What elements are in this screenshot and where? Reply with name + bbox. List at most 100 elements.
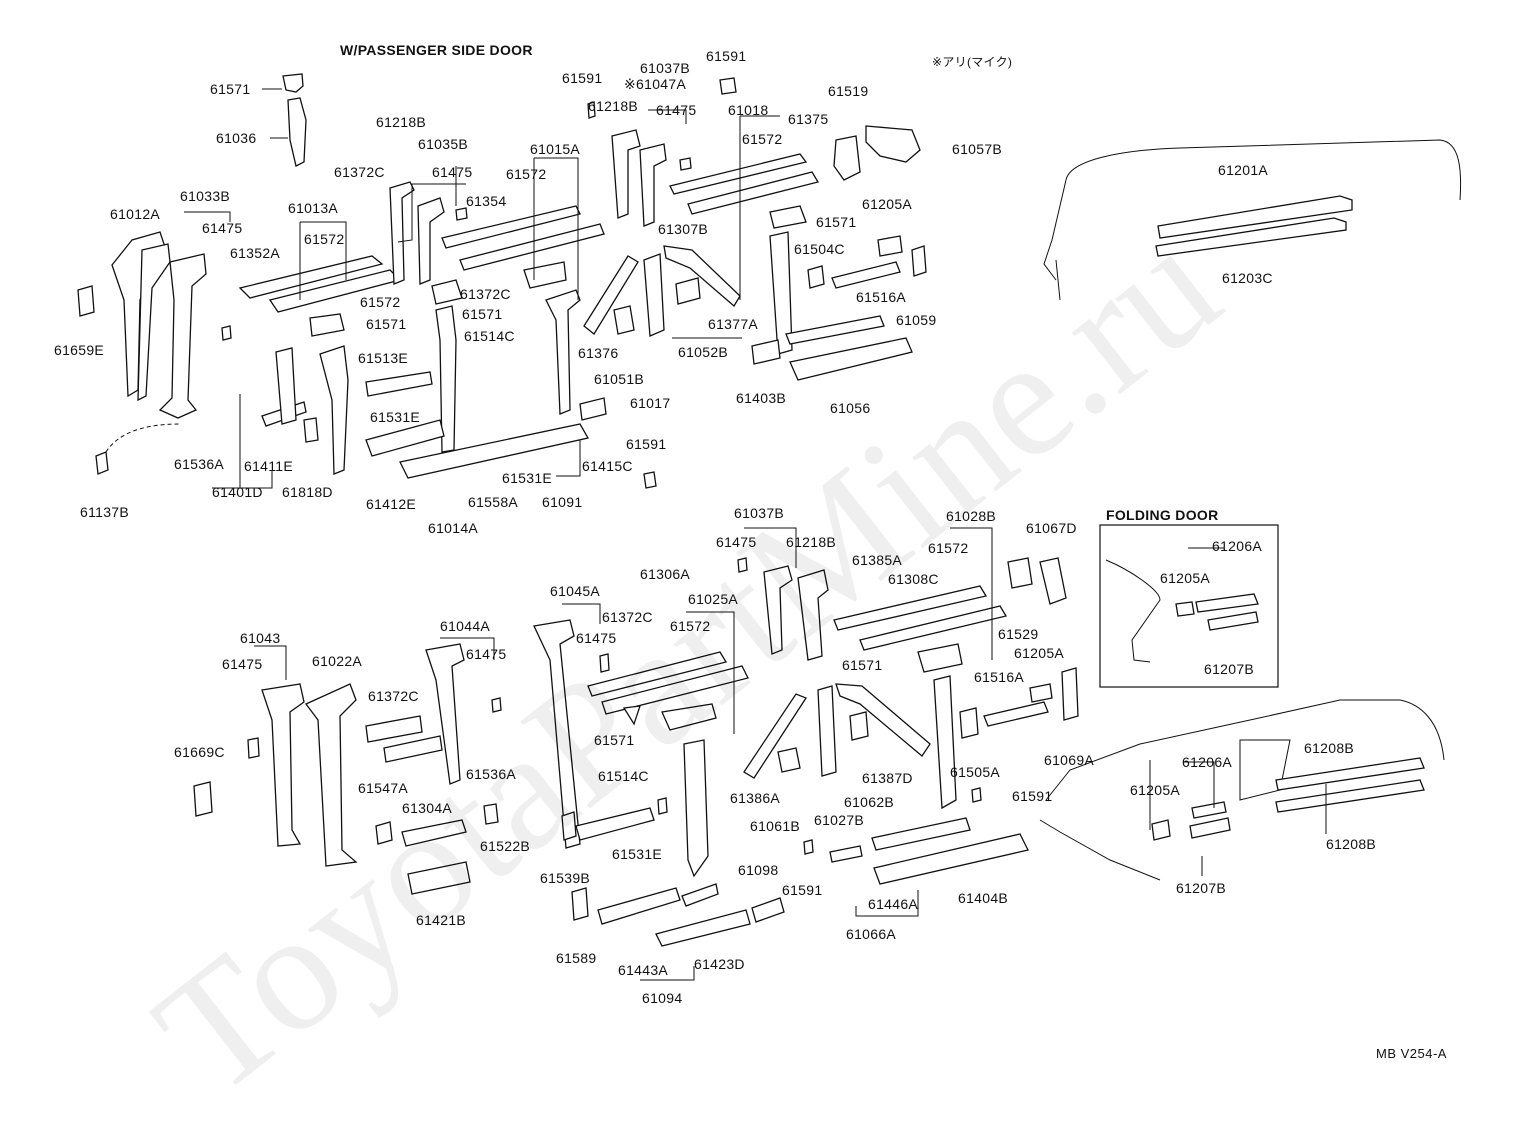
part-label: 61387D [862,770,913,786]
part-label: 61045A [550,583,601,599]
part-label: 61571 [210,81,251,97]
drawing-code: MB V254-A [1376,1046,1447,1061]
part-label: 61307B [658,221,709,237]
part-label: 61207B [1176,880,1227,896]
part-label: 61571 [462,306,503,322]
leader-lines [184,88,1327,981]
part-label: 61043 [240,630,281,646]
parts-diagram [77,73,1462,981]
part-label: 61401D [212,484,263,500]
part-label: 61017 [630,395,671,411]
part-label: 61037B [640,60,691,76]
part-label: 61218B [376,114,427,130]
part-label: 61536A [174,456,225,472]
upper-left-parts [77,73,927,489]
part-label: 61589 [556,950,597,966]
part-label: 61372C [602,609,653,625]
part-label: 61376 [578,345,619,361]
part-label: 61205A [1014,645,1065,661]
part-label: 61591 [1012,788,1053,804]
part-label: 61539B [540,870,591,886]
part-label: 61558A [468,494,519,510]
part-label: 61035B [418,136,469,152]
part-label: 61308C [888,571,939,587]
part-label: 61015A [530,141,581,157]
part-label: 61423D [694,956,745,972]
part-label: 61572 [928,540,969,556]
japanese-note: ※アリ(マイク) [932,55,1013,69]
part-label: 61513E [358,350,409,366]
part-label: 61372C [460,286,511,302]
part-label: 61059 [896,312,937,328]
part-label: 61411E [244,458,294,474]
part-label: 61057B [952,141,1003,157]
part-label: 61591 [782,882,823,898]
section-title-folding-door: FOLDING DOOR [1106,507,1219,523]
part-label: 61028B [946,508,997,524]
van-outline-upper [1043,139,1462,301]
part-label: 61421B [416,912,467,928]
part-label: 61519 [828,83,869,99]
part-label: 61098 [738,862,779,878]
part-label: 61536A [466,766,517,782]
part-label: 61475 [222,656,263,672]
part-label: 61659E [54,342,105,358]
part-label: 61446A [868,896,919,912]
part-label: 61208B [1326,836,1377,852]
part-label: 61208B [1304,740,1355,756]
part-label: 61475 [466,646,507,662]
part-label: 61033B [180,188,231,204]
part-label: 61022A [312,653,363,669]
part-label: 61066A [846,926,897,942]
part-label: 61377A [708,316,759,332]
part-label: 61516A [856,289,907,305]
part-label: 61218B [588,98,639,114]
part-label: 61037B [734,505,785,521]
part-label: 61067D [1026,520,1077,536]
lower-parts [193,557,1079,947]
part-label: 61372C [334,164,385,180]
part-label: 61669C [174,744,225,760]
part-label: 61514C [464,328,515,344]
part-label: 61137B [80,504,130,520]
part-label: 61052B [678,344,729,360]
part-label: 61013A [288,200,339,216]
part-label: 61056 [830,400,871,416]
part-label: 61205A [1130,782,1181,798]
part-label: 61385A [852,552,903,568]
part-label: 61415C [582,458,633,474]
part-label: 61404B [958,890,1009,906]
part-label: 61091 [542,494,583,510]
part-label: 61061B [750,818,801,834]
part-label: 61207B [1204,661,1255,677]
part-label: 61206A [1212,538,1263,554]
part-label: 61504C [794,241,845,257]
part-label: 61571 [366,316,407,332]
part-label: 61514C [598,768,649,784]
part-label: 61516A [974,669,1025,685]
part-label: 61025A [688,591,739,607]
part-label: 61572 [506,166,547,182]
part-label: 61375 [788,111,829,127]
part-label: 61306A [640,566,691,582]
part-label: 61571 [842,657,883,673]
part-label: 61218B [786,534,837,550]
part-label: 61531E [370,409,421,425]
part-label: 61018 [728,102,769,118]
part-label: 61505A [950,764,1001,780]
part-label: 61094 [642,990,683,1006]
part-label: 61206A [1182,754,1233,770]
part-label: 61027B [814,812,865,828]
part-label: 61386A [730,790,781,806]
part-label: 61205A [1160,570,1211,586]
folding-door-box [1099,524,1279,688]
part-label: 61304A [402,800,453,816]
part-label: 61205A [862,196,913,212]
part-label: 61051B [594,371,645,387]
part-label: 61475 [716,534,757,550]
part-label: 61531E [612,846,663,862]
part-label: 61403B [736,390,787,406]
part-label: 61571 [594,732,635,748]
part-label: 61201A [1218,162,1269,178]
part-label: 61818D [282,484,333,500]
